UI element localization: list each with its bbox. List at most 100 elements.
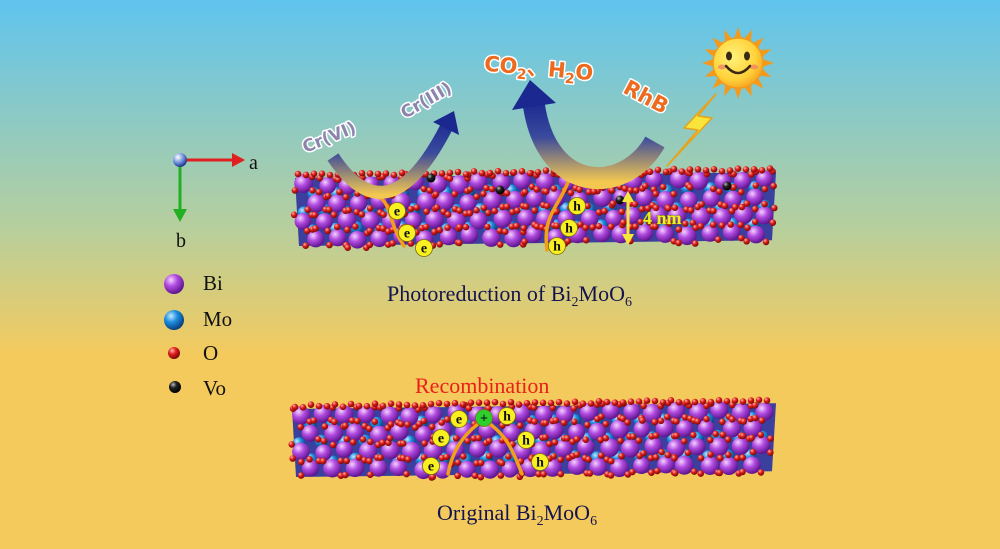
o-atom: [643, 397, 651, 405]
products-subscript: 2: [564, 71, 575, 88]
o-atom: [564, 237, 572, 245]
bi-atom: [307, 230, 325, 248]
o-atom: [404, 456, 412, 463]
hole-circle: [560, 219, 578, 237]
o-atom: [624, 419, 631, 426]
o-atom: [456, 224, 463, 231]
o-atom: [577, 221, 584, 228]
cr-arrowhead: [433, 111, 459, 135]
o-atom: [631, 201, 639, 208]
o-atom: [687, 207, 695, 214]
legend-label-bi: Bi: [203, 271, 223, 295]
o-atom: [678, 168, 686, 175]
o-atom: [443, 400, 451, 408]
bi-atom: [483, 191, 502, 210]
o-atom: [420, 185, 428, 193]
o-atom: [491, 398, 499, 406]
o-atom: [389, 240, 397, 247]
o-atom: [640, 402, 647, 410]
o-atom: [444, 211, 452, 218]
caption-subscript: 6: [590, 514, 597, 529]
o-atom: [607, 472, 615, 479]
o-atom: [750, 166, 758, 173]
bi-atom: [469, 172, 488, 191]
bi-atom: [700, 456, 720, 476]
o-atom: [607, 223, 615, 230]
bi-atom: [644, 436, 663, 455]
o-atom: [710, 185, 717, 193]
o-atom: [473, 206, 480, 214]
o-atom: [744, 224, 751, 231]
bi-atom: [691, 207, 711, 227]
bi-atom: [656, 191, 675, 210]
o-atom: [743, 200, 751, 207]
o-atom: [589, 224, 596, 231]
o-atom: [540, 470, 547, 478]
o-atom: [462, 171, 470, 178]
o-atom: [518, 168, 526, 175]
o-atom: [586, 470, 594, 477]
o-atom: [331, 418, 338, 426]
o-atom: [718, 168, 726, 175]
o-atom: [377, 454, 384, 462]
o-atom: [366, 457, 373, 465]
electron-circle: [432, 429, 450, 447]
o-atom: [513, 222, 520, 230]
o-atom: [601, 207, 608, 215]
bi-atom: [517, 209, 535, 227]
o-atom: [582, 224, 589, 231]
o-atom: [371, 418, 379, 426]
thickness-marker: 4 nm: [622, 191, 682, 245]
o-atom: [478, 169, 486, 177]
o-atom: [334, 176, 342, 183]
o-atom: [609, 200, 617, 207]
bi-atom: [315, 444, 332, 462]
o-atom: [371, 400, 379, 408]
bi-atom: [610, 458, 629, 478]
bi-atom: [733, 172, 752, 190]
products-label: CO2、H2O: [483, 52, 594, 89]
o-atom: [310, 170, 318, 178]
bi-atom: [648, 206, 667, 225]
o-atom: [694, 418, 701, 425]
o-atom: [724, 436, 732, 443]
o-atom: [673, 432, 680, 440]
o-atom: [289, 455, 297, 462]
o-atom: [763, 397, 771, 404]
o-swatch: [168, 347, 180, 359]
o-atom: [723, 397, 731, 405]
bi-atom: [667, 401, 686, 420]
electron-symbol: e: [438, 432, 444, 447]
bi-atom: [580, 209, 599, 228]
o-atom: [739, 468, 746, 476]
bi-atom: [577, 438, 595, 456]
o-atom: [407, 205, 415, 213]
o-atom: [404, 421, 411, 428]
o-atom: [297, 458, 305, 466]
o-atom: [363, 402, 371, 410]
bi-atom: [370, 229, 389, 248]
bi-atom: [324, 423, 343, 443]
sun-eye-right: [744, 51, 750, 61]
hole-symbol: h: [553, 240, 561, 255]
hole-symbol: h: [573, 200, 581, 215]
bi-atom: [555, 405, 574, 424]
o-atom: [703, 415, 710, 423]
thickness-arrowhead-bottom: [622, 234, 634, 245]
o-atom: [459, 401, 467, 408]
o-atom: [366, 170, 374, 177]
bi-atom: [656, 225, 674, 243]
vacancy-dot: [495, 185, 505, 195]
bi-atom: [743, 456, 761, 474]
o-atom: [291, 403, 299, 411]
axis-a-arrowhead: [232, 153, 245, 167]
vacancy-dot: [426, 173, 436, 183]
o-atom: [355, 402, 363, 410]
hole-marker: h: [517, 431, 535, 449]
o-atom: [337, 457, 345, 465]
hole-marker: h: [560, 219, 578, 237]
legend-label-vo: Vo: [203, 376, 226, 400]
bi-atom: [389, 458, 407, 476]
o-atom: [629, 468, 636, 476]
o-atom: [608, 187, 616, 194]
